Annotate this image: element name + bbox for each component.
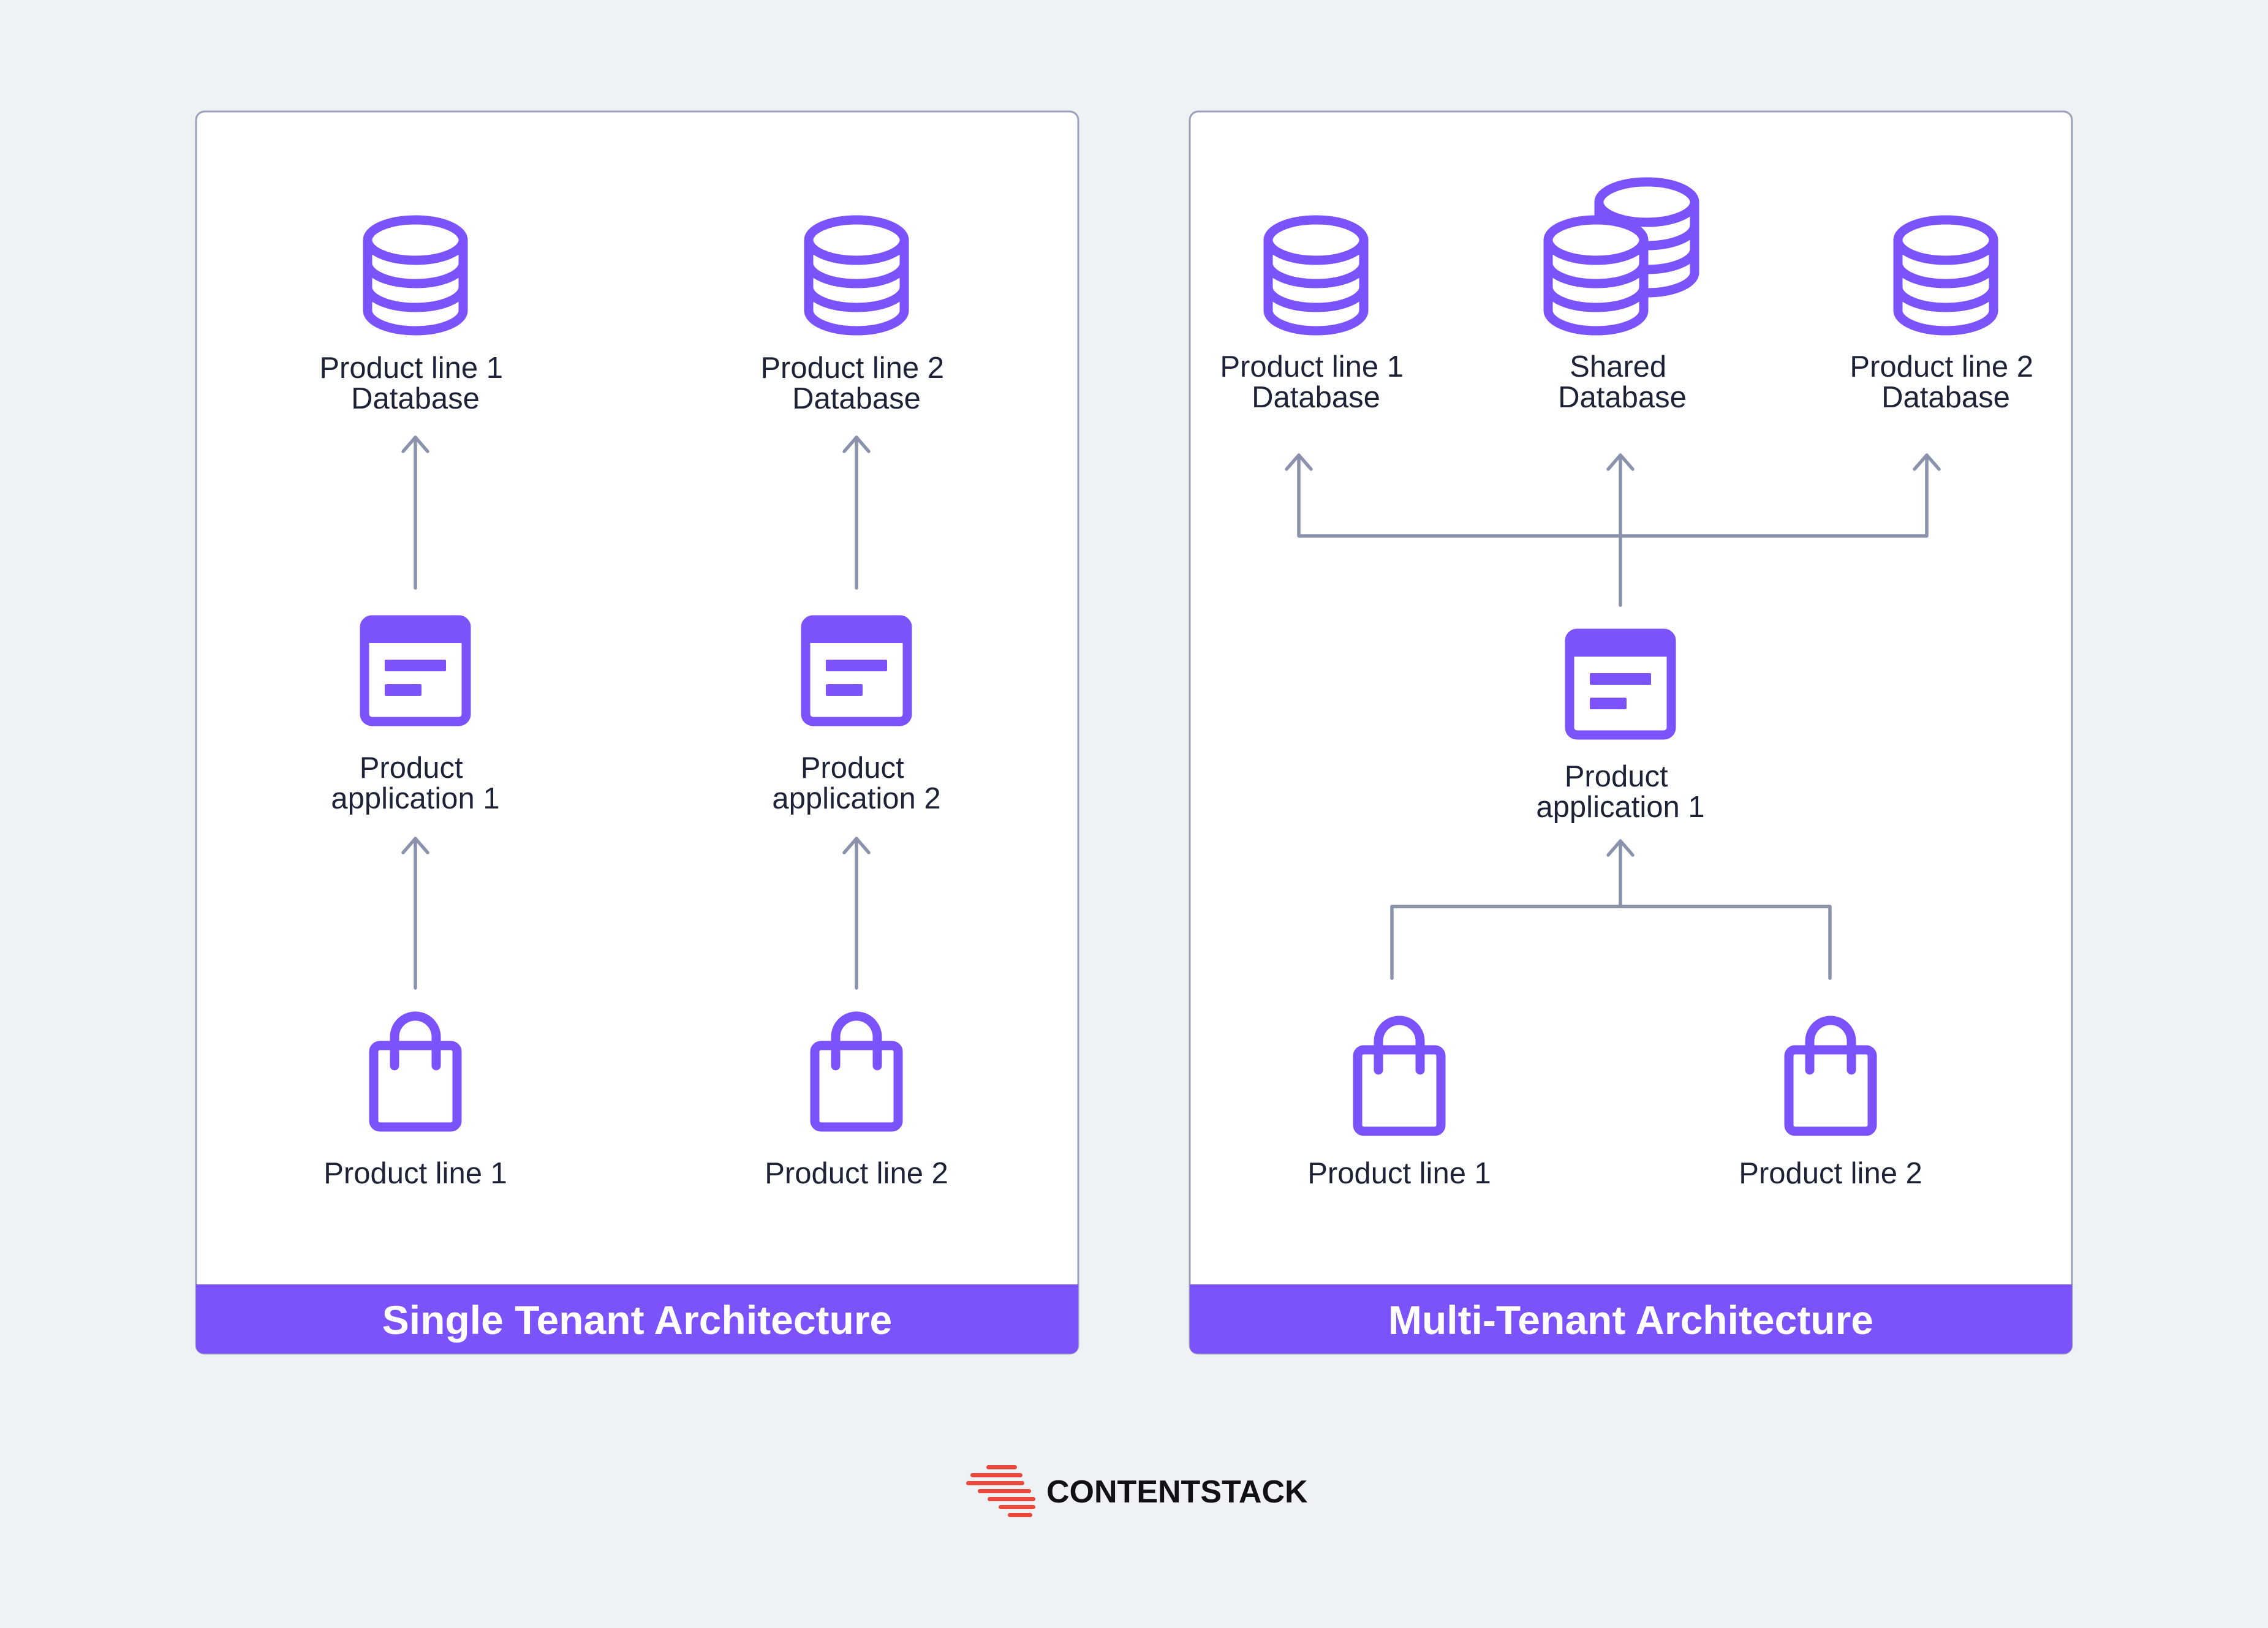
single-db1-label-line2: Database	[351, 382, 480, 415]
single-tenant-title: Single Tenant Architecture	[382, 1297, 892, 1343]
single-app1-label-line1: Product	[360, 752, 463, 785]
multi-line1-label: Product line 1	[1307, 1157, 1491, 1190]
single-db2-label-line1: Product line 2	[760, 352, 944, 385]
multi-tenant-title-bar	[1190, 1284, 2072, 1354]
multi-app-label-line2: application 1	[1536, 791, 1704, 824]
single-tenant-panel: Single Tenant Architecture Product line …	[195, 110, 1079, 1355]
arrow-app1-to-db1	[401, 435, 429, 590]
multi-line2-label: Product line 2	[1739, 1157, 1922, 1190]
multi-shared-label-line1: Shared	[1570, 350, 1666, 383]
single-tenant-title-bar	[196, 1284, 1078, 1354]
multi-tenant-title: Multi-Tenant Architecture	[1388, 1297, 1873, 1343]
multi-shared-label-line2: Database	[1558, 381, 1687, 414]
multi-db1-label-line2: Database	[1252, 381, 1380, 414]
single-db1-label: Product line 1 Database	[319, 352, 511, 415]
single-db2-label: Product line 2 Database	[760, 352, 952, 415]
brand-name: CONTENTSTACK	[1046, 1474, 1308, 1510]
arrow-line2-to-app2	[842, 837, 871, 990]
contentstack-logo-icon	[966, 1465, 1035, 1517]
single-db2-label-line2: Database	[792, 382, 921, 415]
single-app2-label: Product application 2	[772, 752, 940, 815]
single-db1-label-line1: Product line 1	[319, 352, 503, 385]
multi-db1-label-line1: Product line 1	[1220, 350, 1404, 383]
single-app1-label-line2: application 1	[331, 782, 499, 815]
single-app2-label-line1: Product	[801, 752, 904, 785]
single-line2-label: Product line 2	[765, 1157, 948, 1190]
connector-lines-to-app	[1390, 839, 1832, 980]
connector-app-to-databases	[1285, 453, 1941, 607]
multi-shared-label: Shared Database	[1558, 350, 1687, 414]
multi-app-label: Product application 1	[1536, 760, 1704, 824]
single-app2-label-line2: application 2	[772, 782, 940, 815]
brand-logo: CONTENTSTACK	[966, 1465, 1308, 1517]
multi-db2-label-line1: Product line 2	[1850, 350, 2033, 383]
arrow-line1-to-app1	[401, 837, 429, 990]
arrow-app2-to-db2	[842, 435, 871, 590]
multi-db2-label-line2: Database	[1881, 381, 2010, 414]
single-line1-label: Product line 1	[323, 1157, 507, 1190]
multi-app-label-line1: Product	[1565, 760, 1668, 793]
multi-db2-label: Product line 2 Database	[1850, 350, 2041, 414]
multi-db1-label: Product line 1 Database	[1220, 350, 1412, 414]
multi-tenant-panel: Multi-Tenant Architecture Product line 1…	[1189, 110, 2073, 1355]
single-app1-label: Product application 1	[331, 752, 499, 815]
